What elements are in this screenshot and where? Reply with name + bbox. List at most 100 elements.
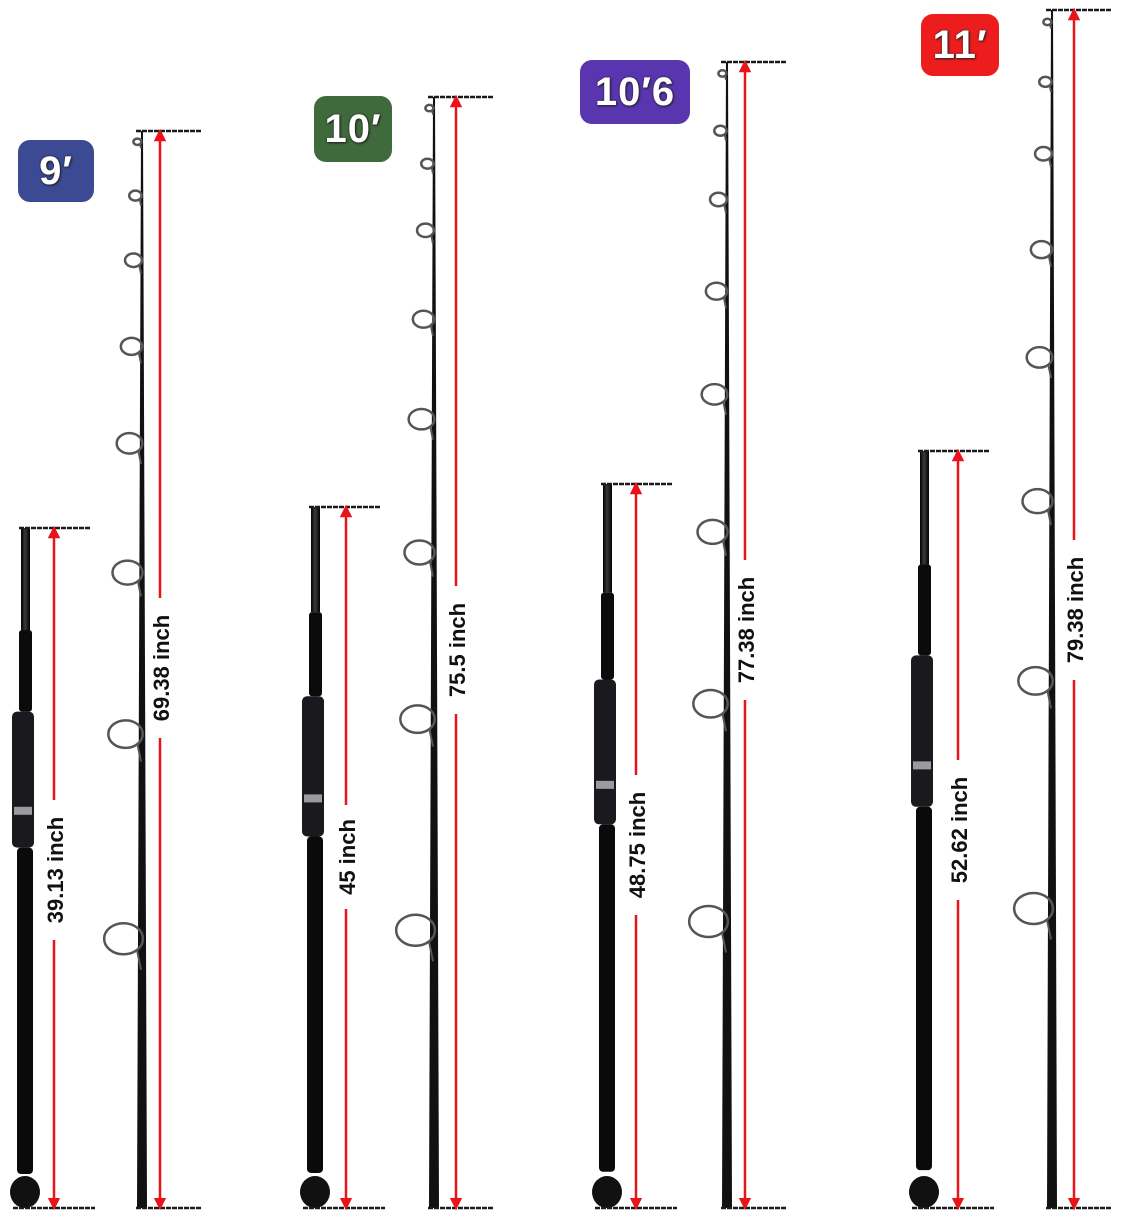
guide-foot <box>430 167 434 174</box>
length-badge: 10′6 <box>580 60 690 124</box>
line-guide-icon <box>696 518 729 546</box>
guide-foot <box>1049 24 1052 29</box>
line-guide-icon <box>419 157 435 170</box>
tip-blank <box>429 97 439 1208</box>
guide-foot <box>429 561 434 577</box>
tip-blank <box>722 62 732 1208</box>
line-guide-icon <box>1033 145 1054 162</box>
guide-foot <box>430 235 434 244</box>
rear-grip <box>916 806 932 1171</box>
guide-foot <box>137 581 142 597</box>
tip-section-length: 69.38 inch <box>149 610 174 726</box>
fore-grip <box>309 612 322 697</box>
line-guide-icon <box>708 191 729 208</box>
guide-foot <box>724 75 727 81</box>
guide-foot <box>723 134 727 141</box>
guide-foot <box>722 297 727 309</box>
butt-blank <box>603 484 612 593</box>
guide-foot <box>137 450 142 465</box>
line-guide-icon <box>1025 345 1054 369</box>
rear-grip <box>17 847 33 1174</box>
guide-foot <box>136 950 142 970</box>
reel-seat <box>594 679 616 825</box>
line-guide-icon <box>415 222 436 239</box>
butt-blank <box>21 528 30 630</box>
guide-foot <box>428 941 434 962</box>
fore-grip <box>918 564 931 656</box>
reel-seat-hood <box>14 806 32 815</box>
guide-foot <box>1048 85 1052 92</box>
line-guide-icon <box>1017 665 1054 696</box>
line-guide-icon <box>403 539 436 566</box>
line-guide-icon <box>1012 891 1055 926</box>
line-guide-icon <box>407 407 436 431</box>
line-guide-icon <box>411 309 436 329</box>
line-guide-icon <box>1037 75 1053 89</box>
guide-foot <box>1047 364 1052 379</box>
rear-grip <box>599 824 615 1172</box>
line-guide-icon <box>127 189 143 202</box>
line-guide-icon <box>394 913 437 948</box>
line-guide-icon <box>1029 239 1054 260</box>
line-guide-icon <box>115 431 144 455</box>
tip-blank <box>137 131 147 1208</box>
line-guide-icon <box>132 137 143 147</box>
guide-foot <box>721 932 727 953</box>
guide-foot <box>1047 255 1052 267</box>
line-guide-icon <box>692 688 729 719</box>
line-guide-icon <box>700 382 729 406</box>
guide-foot <box>1048 158 1052 168</box>
length-badge: 11′ <box>921 14 999 76</box>
reel-seat-hood <box>304 794 322 803</box>
length-badge: 9′ <box>18 140 94 202</box>
fore-grip <box>19 630 32 712</box>
reel-seat <box>911 655 933 807</box>
length-badge: 10′ <box>314 96 392 162</box>
guide-foot <box>1046 691 1052 709</box>
guide-foot <box>429 325 434 337</box>
butt-section-length: 45 inch <box>335 815 360 899</box>
line-guide-icon <box>712 124 728 137</box>
guide-foot <box>138 265 142 274</box>
rear-grip <box>307 836 323 1173</box>
line-guide-icon <box>119 336 144 357</box>
line-guide-icon <box>1042 17 1053 27</box>
guide-foot <box>138 199 142 206</box>
reel-seat-hood <box>913 761 931 770</box>
line-guide-icon <box>704 281 729 301</box>
guide-foot <box>722 401 727 416</box>
guide-foot <box>1047 509 1052 526</box>
guide-foot <box>139 143 142 149</box>
line-guide-icon <box>1021 487 1054 515</box>
tip-section-length: 77.38 inch <box>734 572 759 688</box>
guide-foot <box>428 729 434 747</box>
line-guide-icon <box>111 559 144 586</box>
guide-foot <box>1046 919 1052 940</box>
guide-foot <box>136 744 142 762</box>
guide-foot <box>723 204 727 214</box>
guide-foot <box>429 426 434 440</box>
line-guide-icon <box>102 921 145 956</box>
reel-seat <box>12 711 34 848</box>
butt-cap <box>10 1176 40 1208</box>
guide-foot <box>137 352 142 364</box>
butt-section-length: 52.62 inch <box>947 772 972 888</box>
guide-foot <box>722 540 727 557</box>
butt-cap <box>909 1176 939 1208</box>
guide-foot <box>431 110 434 115</box>
line-guide-icon <box>717 69 728 78</box>
butt-blank <box>311 507 320 613</box>
line-guide-icon <box>123 252 144 269</box>
line-guide-icon <box>424 103 435 113</box>
reel-seat <box>302 696 324 837</box>
line-guide-icon <box>107 719 144 750</box>
butt-section-length: 39.13 inch <box>43 812 68 928</box>
guide-foot <box>721 713 727 732</box>
line-guide-icon <box>399 704 436 735</box>
butt-cap <box>592 1176 622 1208</box>
line-guide-icon <box>687 904 730 939</box>
tip-section-length: 79.38 inch <box>1063 552 1088 668</box>
tip-section-length: 75.5 inch <box>445 598 470 702</box>
